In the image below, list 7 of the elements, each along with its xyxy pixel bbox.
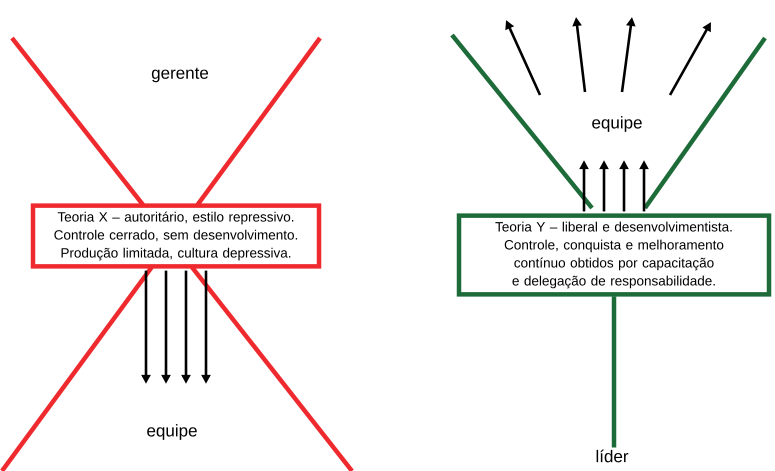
label-text: gerente: [152, 68, 208, 82]
label-text: líder: [596, 450, 628, 462]
connector-line: [612, 296, 616, 448]
theory-box: Teoria Y – liberal e desenvolvimentista. Controle, conquista e melhoramento contínuo obtidos por capacitação e delegação de responsabilidade.: [456, 213, 772, 297]
label-text: equipe: [592, 116, 642, 132]
label-text: equipe: [147, 424, 197, 440]
theory-box: Teoria X – autoritário, estilo repressivo. Controle cerrado, sem desenvolvimento. Produção limitada, cultura depressiva.: [30, 203, 322, 269]
